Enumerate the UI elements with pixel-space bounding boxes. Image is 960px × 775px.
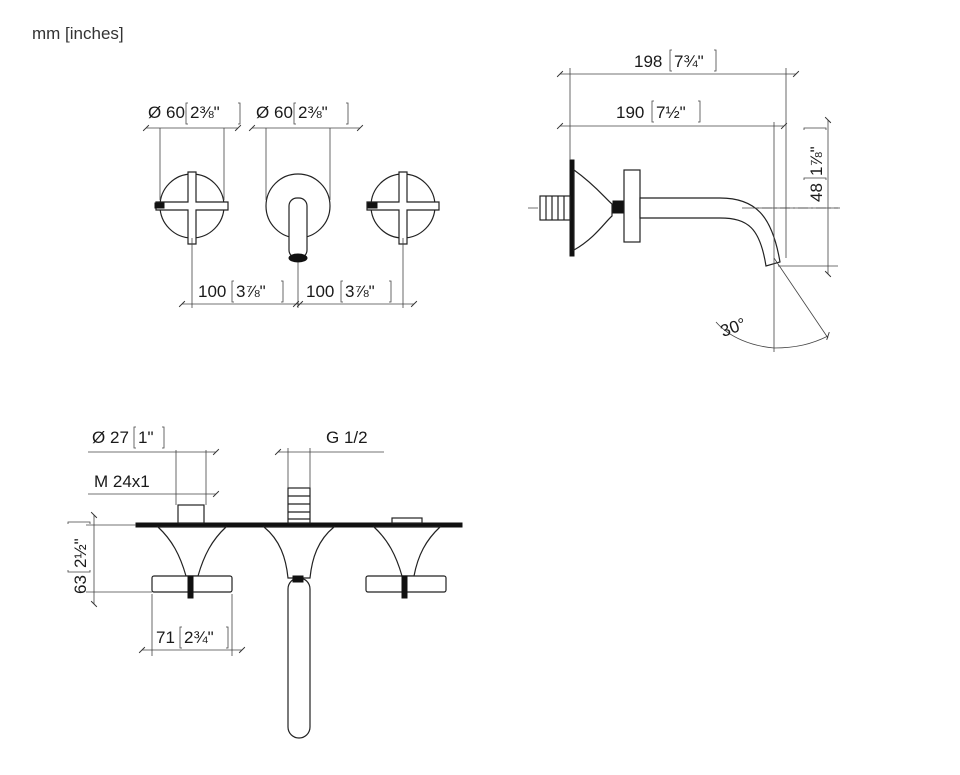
dim-overall-projection: 198 7¾" (556, 49, 800, 258)
svg-text:Ø: Ø (92, 428, 105, 447)
front-view: Ø 60 2⅜" Ø 60 2⅜" 100 3⅞" 100 (142, 102, 440, 308)
left-valve (151, 504, 233, 599)
svg-text:30°: 30° (718, 314, 749, 341)
svg-text:63: 63 (71, 575, 90, 594)
svg-text:198: 198 (634, 52, 662, 71)
side-view: 198 7¾" 190 7½" 48 1⅞" 30° (528, 49, 840, 352)
dim-height: 48 1⅞" (742, 116, 838, 278)
dim-spout-projection: 190 7½" (556, 100, 788, 258)
spout-front (265, 173, 331, 263)
svg-text:60: 60 (274, 103, 293, 122)
units-label: mm [inches] (32, 24, 124, 43)
svg-text:G 1/2: G 1/2 (326, 428, 368, 447)
left-handle (154, 171, 229, 245)
dim-handle-diameter: Ø 60 2⅜" (142, 102, 242, 200)
side-connector (539, 195, 571, 221)
svg-text:2⅜": 2⅜" (190, 103, 220, 122)
dim-thread: M 24x1 (88, 472, 220, 498)
svg-text:3⅞": 3⅞" (236, 282, 266, 301)
svg-text:1": 1" (138, 428, 154, 447)
svg-text:3⅞": 3⅞" (345, 282, 375, 301)
dim-spacing-left: 100 3⅞" (178, 238, 304, 308)
svg-text:2¾": 2¾" (184, 628, 214, 647)
svg-text:M 24x1: M 24x1 (94, 472, 150, 491)
svg-text:27: 27 (110, 428, 129, 447)
top-view: Ø 27 1" M 24x1 G 1/2 63 2½" (67, 426, 463, 739)
dim-spout-diameter: Ø 60 2⅜" (248, 102, 364, 200)
dim-valve-diameter: Ø 27 1" (88, 426, 220, 505)
svg-text:100: 100 (306, 282, 334, 301)
svg-text:48: 48 (807, 183, 826, 202)
dim-connection: G 1/2 (274, 428, 384, 488)
dim-handle-width: 71 2¾" (138, 594, 246, 656)
svg-text:60: 60 (166, 103, 185, 122)
svg-text:Ø: Ø (148, 103, 161, 122)
center-spout (262, 487, 336, 739)
svg-text:71: 71 (156, 628, 175, 647)
right-valve (365, 517, 447, 599)
svg-text:2½": 2½" (71, 538, 90, 568)
svg-text:1⅞": 1⅞" (807, 146, 826, 176)
dim-depth: 63 2½" (67, 511, 152, 608)
svg-text:7½": 7½" (656, 103, 686, 122)
right-handle (366, 171, 440, 245)
svg-text:7¾": 7¾" (674, 52, 704, 71)
svg-text:100: 100 (198, 282, 226, 301)
dim-angle: 30° (715, 257, 830, 352)
svg-text:2⅜": 2⅜" (298, 103, 328, 122)
dim-spacing-right: 100 3⅞" (292, 238, 418, 308)
svg-text:190: 190 (616, 103, 644, 122)
svg-text:Ø: Ø (256, 103, 269, 122)
